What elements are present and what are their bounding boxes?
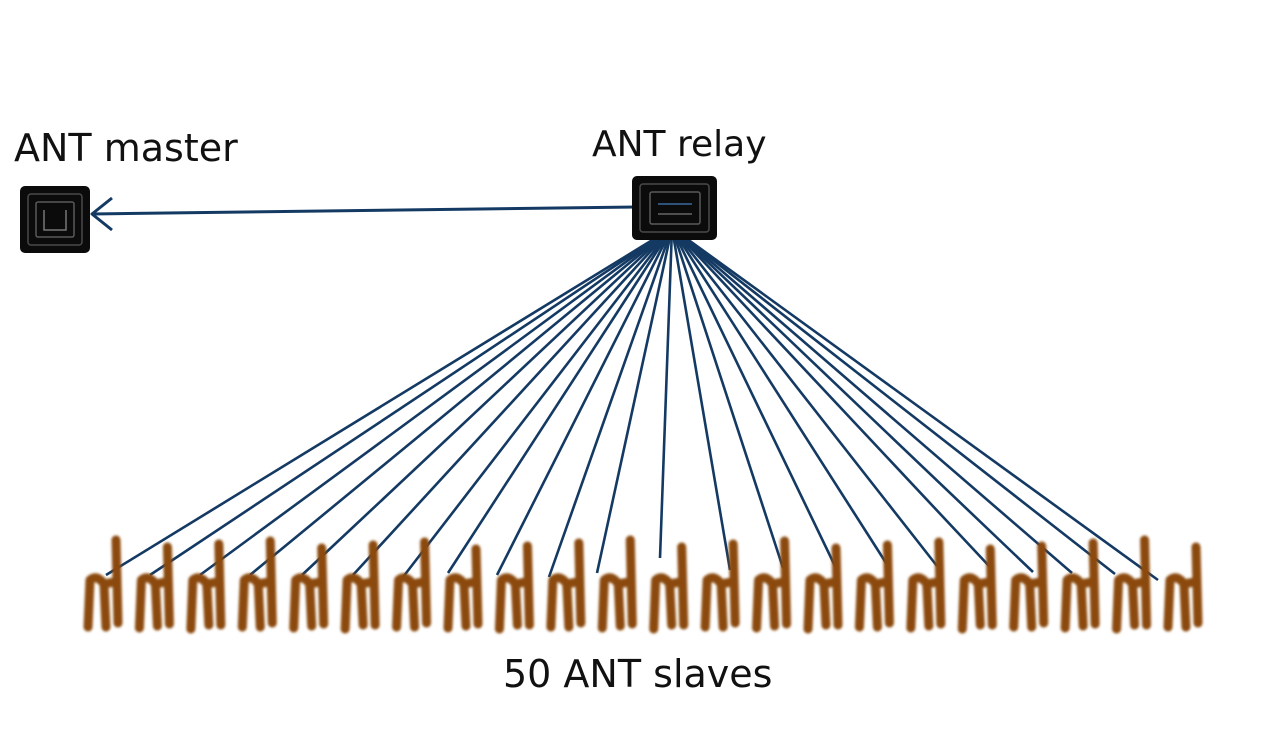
link-line (670, 227, 837, 567)
link-line (670, 227, 732, 571)
slave-shape (649, 542, 689, 634)
ant-device-icon (632, 176, 717, 240)
link-line (199, 226, 673, 577)
relay-to-master-link (90, 196, 641, 232)
ant-slave-icon (957, 544, 997, 634)
ant-slave-icon (1163, 542, 1203, 632)
link-line (671, 226, 1116, 576)
ant-slave-icon (854, 540, 894, 632)
link-line (658, 227, 674, 559)
slave-shape (443, 544, 483, 633)
slave-shape (957, 544, 997, 634)
slave-shape (854, 540, 894, 632)
slave-shape (752, 536, 792, 633)
relay-to-slaves-links (105, 226, 1159, 582)
ant-slaves-label: 50 ANT slaves (503, 652, 773, 696)
link-line (547, 227, 674, 578)
ant-slave-icon (237, 536, 277, 632)
ant-slave-icon (546, 538, 586, 632)
link-line (671, 227, 1034, 573)
slave-shape (340, 540, 380, 634)
ant-slave-icon (340, 540, 380, 634)
link-line (671, 226, 1159, 582)
slave-shape (803, 543, 843, 634)
link-line (670, 227, 939, 567)
slave-shape (392, 537, 432, 632)
ant-slave-icon (83, 535, 123, 632)
ant-slave-icon (1112, 535, 1152, 634)
slave-shape (186, 539, 226, 634)
ant-master-device[interactable] (20, 186, 90, 253)
ant-device-icon (20, 186, 90, 253)
ant-slave-icon (494, 541, 534, 634)
link-line (149, 226, 673, 577)
link-line (671, 227, 991, 568)
link-line (352, 227, 673, 576)
ant-slave-icon (392, 537, 432, 632)
ant-slave-icon (134, 542, 174, 633)
slave-shape (1009, 541, 1049, 632)
link-line (401, 227, 674, 578)
ant-relay-device[interactable] (632, 176, 717, 240)
link-line (595, 227, 674, 574)
ant-slave-icon (289, 543, 329, 633)
slave-shape (1112, 535, 1152, 634)
link-line (301, 227, 673, 576)
ant-slave-icon (186, 539, 226, 634)
link-line (249, 226, 673, 577)
link-line (671, 227, 1073, 574)
ant-relay-label: ANT relay (592, 124, 767, 165)
ant-slave-icon (649, 542, 689, 634)
ant-slave-icon (597, 535, 637, 633)
link-line (446, 227, 674, 574)
slave-shape (546, 538, 586, 632)
slave-shape (1060, 538, 1100, 633)
ant-slave-icon (1009, 541, 1049, 632)
slave-shape (494, 541, 534, 634)
slave-shape (289, 543, 329, 633)
link-line (670, 227, 890, 567)
ant-slave-icon (700, 539, 740, 632)
ant-master-label: ANT master (14, 126, 238, 170)
ant-slaves-group (83, 535, 1203, 634)
ant-slave-icon (803, 543, 843, 634)
slave-shape (134, 542, 174, 633)
ant-slave-icon (906, 537, 946, 633)
ant-slave-icon (443, 544, 483, 633)
link-line (495, 227, 674, 576)
slave-shape (237, 536, 277, 632)
slave-shape (1163, 542, 1203, 632)
link-line (105, 226, 673, 577)
slave-shape (906, 537, 946, 633)
link-line (670, 227, 785, 569)
slave-shape (597, 535, 637, 633)
ant-slave-icon (1060, 538, 1100, 633)
ant-slave-icon (752, 536, 792, 633)
arrowhead-icon (90, 196, 113, 232)
slave-shape (83, 535, 123, 632)
slave-shape (700, 539, 740, 632)
